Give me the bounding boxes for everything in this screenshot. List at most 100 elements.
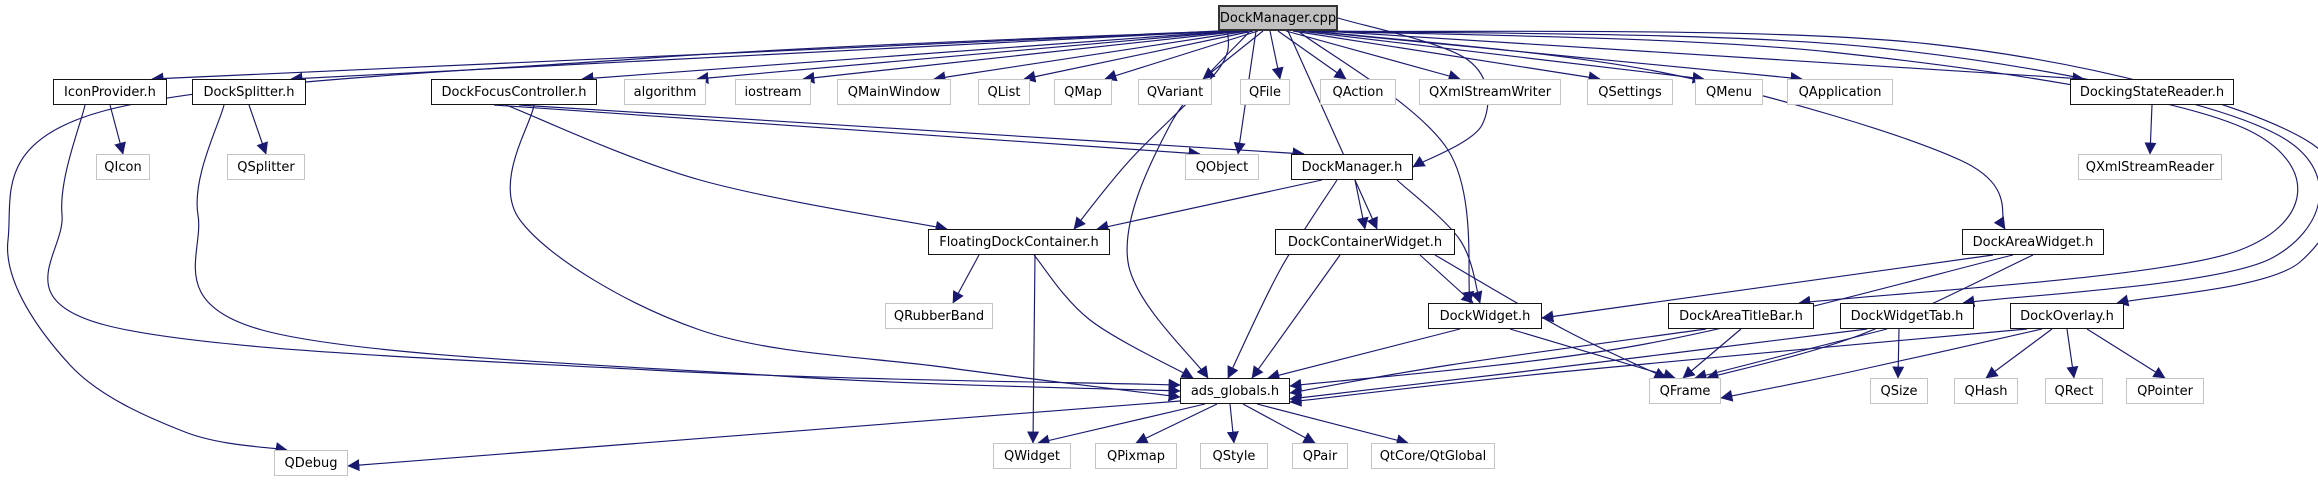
include-edge-dockoverlay-to-qframe <box>1720 328 2043 402</box>
include-edge-dockcontainerwidget-to-ads_globals <box>1251 254 1341 379</box>
graph-node-qdebug[interactable]: QDebug <box>274 450 348 476</box>
include-edge-cpp-to-qfile <box>1269 30 1284 80</box>
graph-node-qsettings[interactable]: QSettings <box>1587 79 1673 105</box>
include-edge-dockareawidget-to-qframe <box>1706 254 2034 381</box>
graph-node-qtcoreqtglobal[interactable]: QtCore/QtGlobal <box>1371 443 1495 469</box>
include-edge-dockcontainerwidget-to-dockwidget <box>1419 254 1474 304</box>
include-edge-cpp-to-qdebug <box>7 30 1221 454</box>
include-edge-cpp-to-dockingstatereader <box>1322 30 2085 85</box>
graph-node-qsplitter[interactable]: QSplitter <box>227 154 305 180</box>
include-edge-dockingstatereader-to-qxmlstreamreader <box>2144 104 2157 155</box>
include-edge-ads_globals-to-qwidget <box>1037 403 1206 447</box>
include-edge-dockwidget-to-qframe <box>1509 328 1676 381</box>
graph-node-qpair[interactable]: QPair <box>1292 443 1348 469</box>
include-edge-dockoverlay-to-ads_globals <box>1289 328 2028 407</box>
include-edge-cpp-to-dockareatitlebar <box>1317 30 2299 308</box>
graph-node-dockwidget[interactable]: DockWidget.h <box>1428 303 1542 329</box>
include-edge-cpp-to-iostream <box>802 30 1244 84</box>
graph-node-qpixmap[interactable]: QPixmap <box>1095 443 1177 469</box>
graph-node-cpp[interactable]: DockManager.cpp <box>1218 5 1338 31</box>
include-edge-dockmanager_h-to-dockwidget <box>1396 179 1483 304</box>
include-edge-cpp-to-qmenu <box>1299 30 1705 84</box>
include-edge-dockfocuscontroller-to-qobject <box>493 104 1201 160</box>
include-edge-dockfocuscontroller-to-floatingdockcontainer <box>505 104 948 233</box>
include-edge-cpp-to-dockfocuscontroller <box>581 30 1234 85</box>
include-edge-dockoverlay-to-qhash <box>1985 328 2053 379</box>
graph-node-qsize[interactable]: QSize <box>1870 378 1928 404</box>
graph-node-dockfocuscontroller[interactable]: DockFocusController.h <box>431 79 597 105</box>
graph-node-qmainwindow[interactable]: QMainWindow <box>837 79 951 105</box>
graph-node-dockingstatereader[interactable]: DockingStateReader.h <box>2070 79 2234 105</box>
include-edge-iconprovider-to-qicon <box>109 104 126 155</box>
graph-node-dockwidgettab[interactable]: DockWidgetTab.h <box>1840 303 1974 329</box>
graph-node-qaction[interactable]: QAction <box>1320 79 1396 105</box>
include-edge-docksplitter-to-qsplitter <box>248 104 268 155</box>
graph-node-qframe[interactable]: QFrame <box>1649 378 1721 404</box>
include-edge-cpp-to-dockwidgettab <box>1322 30 2318 308</box>
graph-node-qlist[interactable]: QList <box>978 79 1030 105</box>
graph-node-qpointer[interactable]: QPointer <box>2126 378 2204 404</box>
include-edge-dockoverlay-to-qrect <box>2066 328 2079 379</box>
graph-node-dockoverlay[interactable]: DockOverlay.h <box>2010 303 2124 329</box>
include-edge-cpp-to-algorithm <box>696 30 1239 84</box>
include-edge-cpp-to-ads_globals <box>1126 30 1251 379</box>
graph-node-qobject[interactable]: QObject <box>1185 154 1259 180</box>
graph-node-docksplitter[interactable]: DockSplitter.h <box>192 79 306 105</box>
graph-node-qfile[interactable]: QFile <box>1240 79 1290 105</box>
include-edge-cpp-to-dockareawidget <box>1312 30 2006 230</box>
include-edge-dockwidgettab-to-qsize <box>1892 328 1905 379</box>
graph-node-ads_globals[interactable]: ads_globals.h <box>1180 378 1290 404</box>
include-edge-dockcontainerwidget-to-qframe <box>1434 254 1667 379</box>
graph-node-dockareatitlebar[interactable]: DockAreaTitleBar.h <box>1668 303 1814 329</box>
include-edge-cpp-to-floatingdockcontainer <box>1073 30 1230 230</box>
include-edge-ads_globals-to-qdebug <box>347 400 1181 472</box>
include-edge-cpp-to-qsettings <box>1292 30 1601 84</box>
include-edge-cpp-to-qlist <box>1023 30 1254 83</box>
graph-node-dockcontainerwidget[interactable]: DockContainerWidget.h <box>1275 229 1455 255</box>
graph-node-iostream[interactable]: iostream <box>735 79 811 105</box>
graph-node-qmap[interactable]: QMap <box>1054 79 1112 105</box>
include-edge-dockoverlay-to-qpointer <box>2086 328 2166 379</box>
graph-node-qxmlstreamreader[interactable]: QXmlStreamReader <box>2078 154 2222 180</box>
include-edge-dockwidgettab-to-ads_globals <box>1289 328 1868 404</box>
graph-node-qicon[interactable]: QIcon <box>96 154 150 180</box>
graph-node-qxmlstreamwriter[interactable]: QXmlStreamWriter <box>1419 79 1561 105</box>
graph-node-iconprovider[interactable]: IconProvider.h <box>53 79 167 105</box>
include-edge-dockmanager_h-to-ads_globals <box>1227 179 1338 379</box>
include-edge-dockfocuscontroller-to-dockmanager_h <box>518 104 1305 160</box>
graph-node-qrubberband[interactable]: QRubberBand <box>885 303 993 329</box>
include-edge-cpp-to-qmainwindow <box>933 30 1249 84</box>
include-edge-cpp-to-dockwidget <box>1297 30 1475 304</box>
include-edge-floatingdockcontainer-to-qwidget <box>1027 254 1040 444</box>
include-edge-cpp-to-qaction <box>1277 30 1347 80</box>
include-edge-ads_globals-to-qpair <box>1242 403 1316 444</box>
graph-node-qhash[interactable]: QHash <box>1954 378 2018 404</box>
include-edge-docksplitter-to-ads_globals <box>194 104 1181 397</box>
include-edge-cpp-to-qvariant <box>1202 30 1264 80</box>
graph-node-dockareawidget[interactable]: DockAreaWidget.h <box>1962 229 2104 255</box>
graph-node-qstyle[interactable]: QStyle <box>1200 443 1268 469</box>
include-edge-dockwidget-to-ads_globals <box>1267 328 1461 381</box>
graph-node-qmenu[interactable]: QMenu <box>1695 79 1763 105</box>
graph-node-qwidget[interactable]: QWidget <box>993 443 1071 469</box>
include-edge-floatingdockcontainer-to-ads_globals <box>1033 254 1194 379</box>
graph-node-algorithm[interactable]: algorithm <box>624 79 706 105</box>
graph-node-floatingdockcontainer[interactable]: FloatingDockContainer.h <box>928 229 1110 255</box>
include-edge-iconprovider-to-ads_globals <box>47 104 1181 391</box>
include-edge-dockmanager_h-to-dockcontainerwidget <box>1354 179 1369 230</box>
include-edge-dockareatitlebar-to-ads_globals <box>1289 328 1707 397</box>
graph-node-qvariant[interactable]: QVariant <box>1138 79 1212 105</box>
include-edge-dockwidgettab-to-qframe <box>1694 328 1888 381</box>
include-edge-ads_globals-to-qstyle <box>1226 403 1239 444</box>
include-edge-floatingdockcontainer-to-qrubberband <box>952 254 980 304</box>
include-edge-cpp-to-dockcontainerwidget <box>1287 30 1378 230</box>
graph-node-qapplication[interactable]: QApplication <box>1787 79 1893 105</box>
include-edge-dockmanager_h-to-floatingdockcontainer <box>1096 179 1323 233</box>
include-edge-ads_globals-to-qpixmap <box>1135 403 1218 444</box>
include-edge-cpp-to-qxmlstreamwriter <box>1285 30 1461 82</box>
include-edge-ads_globals-to-qtcoreqtglobal <box>1256 403 1409 446</box>
include-edge-dockfocuscontroller-to-ads_globals <box>509 104 1181 402</box>
include-edge-cpp-to-qmap <box>1104 30 1259 82</box>
graph-node-qrect[interactable]: QRect <box>2045 378 2103 404</box>
graph-node-dockmanager_h[interactable]: DockManager.h <box>1291 154 1413 180</box>
